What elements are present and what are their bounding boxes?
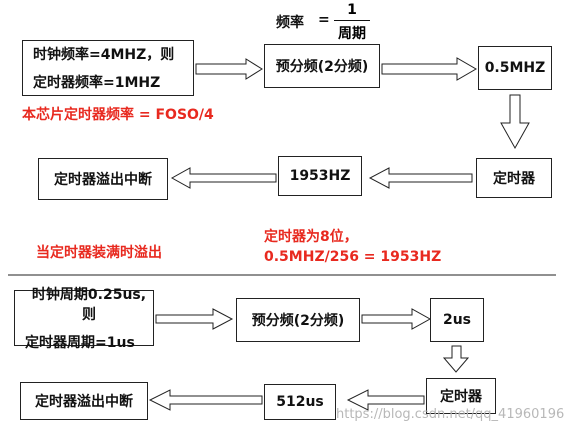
period-box: 2us bbox=[430, 298, 484, 342]
formula-denominator: 周期 bbox=[338, 26, 366, 42]
calc-note-line2: 0.5MHZ/256 = 1953HZ bbox=[264, 249, 442, 265]
timer-box: 定时器 bbox=[476, 158, 552, 198]
arrow-down-freq-to-timer bbox=[500, 94, 530, 150]
clock-frequency-line2: 定时器频率=1MHZ bbox=[33, 75, 161, 91]
calc-note-line1: 定时器为8位， bbox=[264, 229, 358, 245]
clock-frequency-line1: 时钟频率=4MHZ，则 bbox=[33, 47, 175, 63]
fraction-bar bbox=[334, 20, 370, 21]
result-period-box: 512us bbox=[264, 384, 336, 420]
arrow-right-clock-to-prescaler bbox=[195, 58, 263, 80]
formula-lhs: 频率 bbox=[276, 15, 304, 31]
arrow-left-result2-to-interrupt2 bbox=[148, 389, 263, 411]
overflow-note: 当定时器装满时溢出 bbox=[36, 245, 162, 261]
timer-box-2: 定时器 bbox=[426, 378, 496, 414]
clock-period-box: 时钟周期0.25us,则 定时器周期=1us bbox=[14, 287, 154, 351]
prescaler-box: 预分频(2分频) bbox=[264, 44, 380, 88]
arrow-right-clock2-to-prescaler2 bbox=[155, 308, 234, 330]
overflow-interrupt-box-2: 定时器溢出中断 bbox=[20, 382, 148, 420]
watermark: https://blog.csdn.net/qq_41960196 bbox=[336, 407, 565, 422]
clock-period-line2: 定时器周期=1us bbox=[25, 335, 135, 351]
formula-equals: = bbox=[318, 12, 330, 28]
clock-frequency-box: 时钟频率=4MHZ，则 定时器频率=1MHZ bbox=[22, 40, 194, 96]
formula-numerator: 1 bbox=[347, 2, 357, 18]
frequency-box: 0.5MHZ bbox=[478, 46, 552, 90]
arrow-left-timer2-to-result2 bbox=[346, 389, 425, 411]
arrow-down-period-to-timer bbox=[442, 345, 470, 373]
arrow-right-prescaler-to-freq bbox=[381, 57, 477, 81]
chip-frequency-note: 本芯片定时器频率 = FOSO/4 bbox=[22, 107, 214, 123]
arrow-right-prescaler2-to-period bbox=[361, 308, 432, 330]
arrow-left-result-to-interrupt bbox=[170, 167, 277, 189]
result-frequency-box: 1953HZ bbox=[278, 156, 362, 196]
prescaler-box-2: 预分频(2分频) bbox=[236, 298, 360, 342]
arrow-left-timer-to-result bbox=[368, 167, 473, 189]
overflow-interrupt-box: 定时器溢出中断 bbox=[38, 158, 168, 200]
formula-fraction: 1 周期 bbox=[334, 2, 370, 43]
clock-period-line1: 时钟周期0.25us,则 bbox=[31, 287, 147, 323]
